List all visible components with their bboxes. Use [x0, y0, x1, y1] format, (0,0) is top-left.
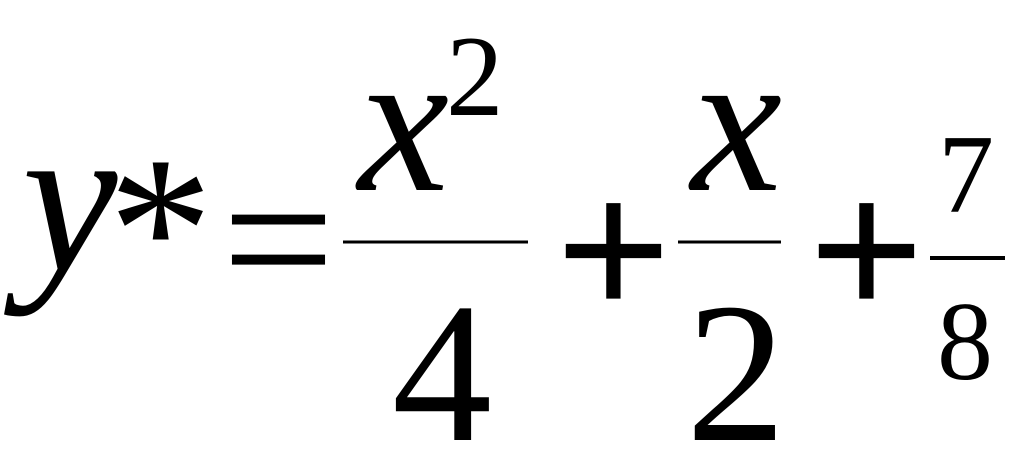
- fraction1-numerator-x: x: [355, 8, 449, 235]
- plus-sign-1: +: [555, 137, 672, 364]
- fraction3-denominator: 8: [937, 280, 993, 404]
- plus-sign-2: +: [808, 137, 925, 364]
- fraction1-denominator: 4: [392, 263, 492, 467]
- fraction3-numerator: 7: [938, 113, 994, 237]
- lhs-variable-y: y: [4, 78, 118, 317]
- lhs-star: *: [108, 114, 213, 346]
- fraction2-numerator-x: x: [688, 8, 782, 235]
- equals-sign: =: [222, 129, 335, 350]
- fraction1-exponent-2: 2: [446, 13, 504, 140]
- fraction2-denominator: 2: [686, 263, 786, 467]
